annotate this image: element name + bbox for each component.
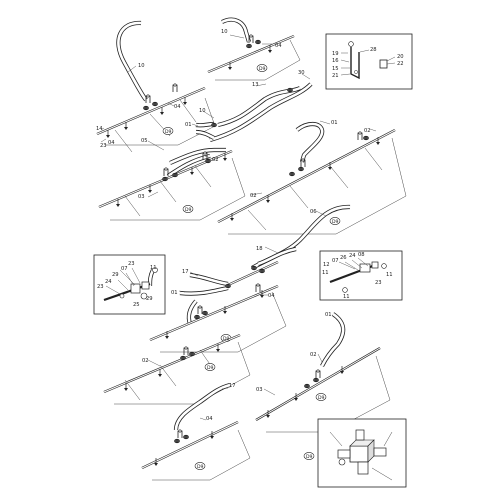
label-part-10: 10 bbox=[221, 29, 228, 35]
label-part-01: 01 bbox=[325, 312, 332, 318]
label-part-18: 18 bbox=[256, 246, 263, 252]
label-part-14: 14 bbox=[96, 126, 103, 132]
assembly-1 bbox=[96, 20, 216, 153]
label-part-17: 17 bbox=[229, 383, 236, 389]
label-detail-d9: D9 bbox=[306, 454, 313, 460]
label-part-06: 06 bbox=[310, 209, 317, 215]
label-part-17: 17 bbox=[182, 269, 189, 275]
label-part-28: 28 bbox=[370, 47, 377, 53]
assembly-4 bbox=[98, 140, 246, 221]
inset-detail-bracket bbox=[325, 33, 413, 90]
label-detail-d9: D9 bbox=[165, 129, 172, 135]
label-part-23: 23 bbox=[100, 143, 107, 149]
label-part-23: 23 bbox=[128, 261, 135, 267]
label-detail-d9: D9 bbox=[207, 365, 214, 371]
label-part-07: 07 bbox=[332, 258, 339, 264]
label-part-01: 01 bbox=[171, 290, 178, 296]
label-part-02: 02 bbox=[364, 128, 371, 134]
label-part-23: 23 bbox=[97, 284, 104, 290]
label-part-11: 11 bbox=[386, 272, 393, 278]
label-detail-d9: D9 bbox=[332, 219, 339, 225]
label-part-04: 04 bbox=[268, 293, 275, 299]
label-part-26: 26 bbox=[340, 255, 347, 261]
label-part-16: 16 bbox=[332, 58, 339, 64]
label-part-21: 21 bbox=[332, 73, 339, 79]
label-part-15: 15 bbox=[332, 66, 339, 72]
label-part-04: 04 bbox=[174, 104, 181, 110]
inset-detail-valve-block bbox=[303, 418, 407, 488]
assembly-6 bbox=[178, 204, 351, 296]
assembly-5 bbox=[217, 120, 407, 235]
label-part-29: 29 bbox=[146, 296, 153, 302]
label-part-19: 19 bbox=[332, 51, 339, 57]
label-part-04: 04 bbox=[108, 140, 115, 146]
label-detail-d9: D9 bbox=[318, 395, 325, 401]
assembly-8 bbox=[103, 333, 251, 405]
assembly-9 bbox=[255, 312, 391, 433]
label-part-24: 24 bbox=[349, 253, 356, 259]
label-part-13: 13 bbox=[252, 82, 259, 88]
label-part-20: 20 bbox=[397, 54, 404, 60]
label-part-05: 05 bbox=[141, 138, 148, 144]
label-part-23: 23 bbox=[375, 280, 382, 286]
assembly-2 bbox=[207, 17, 301, 81]
label-part-02: 02 bbox=[212, 157, 219, 163]
label-detail-d9: D9 bbox=[223, 336, 230, 342]
label-part-03: 03 bbox=[256, 387, 263, 393]
label-part-04: 04 bbox=[275, 43, 282, 49]
label-part-01: 01 bbox=[185, 122, 192, 128]
label-part-10: 10 bbox=[199, 108, 206, 114]
label-part-07: 07 bbox=[121, 266, 128, 272]
assembly-3 bbox=[191, 73, 313, 143]
label-part-11: 11 bbox=[322, 270, 329, 276]
label-detail-d9: D9 bbox=[197, 464, 204, 470]
label-part-12: 12 bbox=[323, 262, 330, 268]
label-part-10: 10 bbox=[138, 63, 145, 69]
label-part-22: 22 bbox=[397, 61, 404, 67]
label-part-03: 03 bbox=[138, 194, 145, 200]
assembly-7 bbox=[149, 283, 287, 353]
label-part-11: 11 bbox=[343, 294, 350, 300]
label-part-01: 01 bbox=[331, 120, 338, 126]
label-part-02: 02 bbox=[250, 193, 257, 199]
assembly-10 bbox=[141, 382, 251, 481]
inset-detail-valve-right bbox=[319, 250, 403, 301]
label-detail-d9: D9 bbox=[185, 207, 192, 213]
label-part-02: 02 bbox=[310, 352, 317, 358]
label-part-04: 04 bbox=[206, 416, 213, 422]
label-part-25: 25 bbox=[133, 302, 140, 308]
label-part-30: 30 bbox=[298, 70, 305, 76]
label-part-29: 29 bbox=[112, 272, 119, 278]
label-part-24: 24 bbox=[105, 279, 112, 285]
label-part-02: 02 bbox=[142, 358, 149, 364]
label-detail-d9: D9 bbox=[259, 66, 266, 72]
label-part-08: 08 bbox=[358, 252, 365, 258]
inset-detail-valve-left bbox=[93, 254, 166, 315]
label-part-11: 11 bbox=[150, 265, 157, 271]
part-labels: 10 04 14 23 04 D9 10 04 D9 28 19 16 15 2… bbox=[96, 29, 404, 470]
